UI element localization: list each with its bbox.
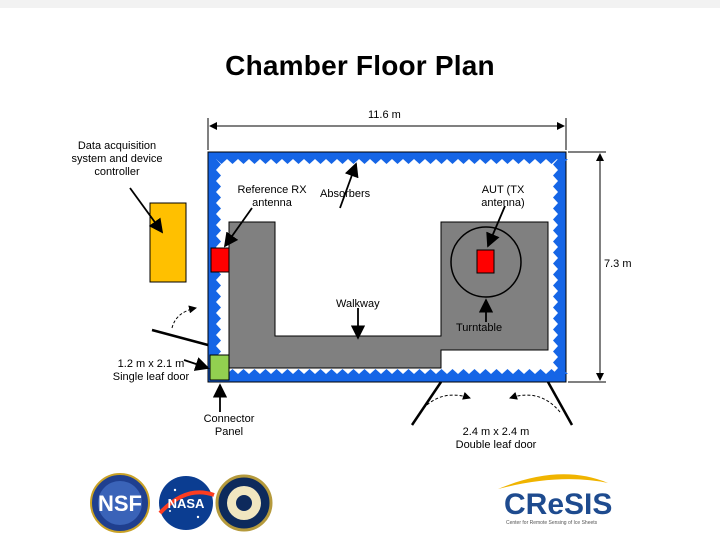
aut-label: AUT (TX antenna) bbox=[481, 184, 525, 209]
height-dimension bbox=[568, 151, 606, 383]
nsf-logo-text: NSF bbox=[98, 491, 142, 516]
top-bar bbox=[0, 0, 720, 8]
ref-rx-label: Reference RX antenna bbox=[237, 184, 307, 209]
nsf-logo: NSF bbox=[90, 473, 150, 533]
width-label: 11.6 m bbox=[368, 109, 401, 121]
reference-rx-antenna bbox=[210, 247, 230, 273]
navy-seal-logo bbox=[215, 474, 273, 532]
turntable-circle bbox=[450, 226, 522, 298]
cresis-logo-text: CReSIS bbox=[504, 488, 612, 521]
aut-antenna bbox=[476, 249, 495, 274]
page-title: Chamber Floor Plan bbox=[225, 50, 495, 81]
walkway-floor bbox=[228, 221, 549, 369]
height-label: 7.3 m bbox=[604, 258, 632, 270]
daq-label: Data acquisition system and device contr… bbox=[71, 140, 163, 178]
logo-bar: NSF NASA CReSIS Center for Remote Sensin… bbox=[90, 473, 612, 533]
connector-label: Connector Panel bbox=[203, 413, 255, 438]
double-door-label: 2.4 m x 2.4 m Double leaf door bbox=[455, 426, 537, 451]
daq-controller-box bbox=[149, 202, 187, 283]
connector-panel bbox=[209, 354, 230, 381]
width-dimension bbox=[207, 118, 567, 150]
cresis-logo: CReSIS Center for Remote Sensing of Ice … bbox=[498, 474, 612, 526]
nasa-logo: NASA bbox=[158, 476, 215, 530]
single-door-label: 1.2 m x 2.1 m Single leaf door bbox=[112, 358, 190, 383]
nasa-logo-text: NASA bbox=[168, 496, 205, 511]
leader-arrows bbox=[129, 162, 506, 412]
single-leaf-door bbox=[151, 305, 209, 347]
turntable-label: Turntable bbox=[456, 322, 503, 334]
cresis-tagline: Center for Remote Sensing of Ice Sheets bbox=[506, 520, 598, 526]
double-leaf-door bbox=[410, 381, 574, 426]
absorbers-label: Absorbers bbox=[320, 188, 371, 200]
walkway-label: Walkway bbox=[336, 298, 380, 310]
